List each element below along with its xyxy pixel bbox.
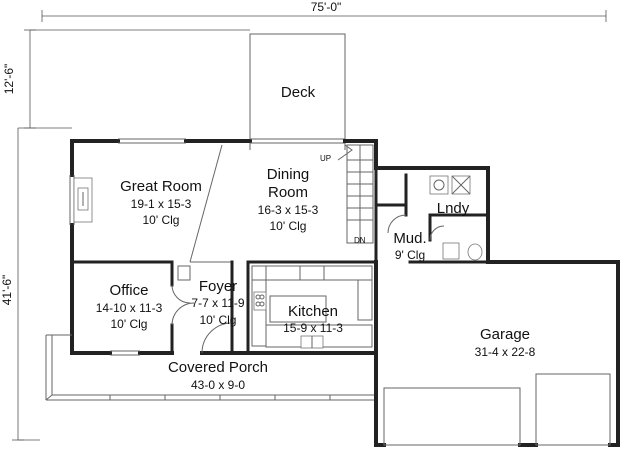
- mud-room-label: Mud.: [393, 230, 426, 247]
- staircase: [337, 144, 374, 244]
- covered-porch-size: 43-0 x 9-0: [191, 378, 245, 392]
- deck-depth-dimension: 12'-6": [2, 64, 16, 95]
- mud-room-fixtures: [387, 214, 483, 261]
- dimension-lines: [12, 10, 607, 441]
- garage-size: 31-4 x 22-8: [475, 345, 536, 359]
- covered-porch-label: Covered Porch: [168, 359, 268, 376]
- dining-room-label-line1: Dining: [267, 166, 310, 183]
- garage-walls: [374, 260, 620, 447]
- deck-label: Deck: [281, 84, 316, 101]
- great-room-label: Great Room: [120, 178, 202, 195]
- foyer-doors: [171, 265, 233, 354]
- foyer-ceiling: 10' Clg: [200, 313, 237, 327]
- great-room-ceiling: 10' Clg: [143, 213, 180, 227]
- overall-depth-dimension: 41'-6": [0, 275, 14, 306]
- fireplace: [73, 177, 93, 223]
- overall-width-dimension: 75'-0": [311, 0, 342, 14]
- stair-up-label: UP: [320, 154, 331, 163]
- kitchen-label: Kitchen: [288, 303, 338, 320]
- laundry-label: Lndy: [437, 200, 470, 217]
- dining-room-label-line2: Room: [268, 184, 308, 201]
- laundry-fixtures: [429, 175, 471, 195]
- mud-room-ceiling: 9' Clg: [395, 248, 425, 262]
- covered-porch: [45, 334, 376, 401]
- interior-walls: [70, 144, 490, 355]
- stair-down-label: DN: [354, 236, 366, 245]
- garage-label: Garage: [480, 326, 530, 343]
- dining-room-ceiling: 10' Clg: [270, 219, 307, 233]
- office-label: Office: [110, 282, 149, 299]
- dining-room-size: 16-3 x 15-3: [258, 203, 319, 217]
- office-ceiling: 10' Clg: [111, 317, 148, 331]
- office-size: 14-10 x 11-3: [96, 301, 163, 315]
- great-room-size: 19-1 x 15-3: [131, 197, 192, 211]
- kitchen-size: 15-9 x 11-3: [283, 321, 343, 335]
- deck-area: [249, 33, 346, 150]
- foyer-label: Foyer: [199, 278, 237, 295]
- foyer-size: 7-7 x 11-9: [191, 296, 244, 310]
- exterior-walls: [69, 138, 490, 356]
- kitchen-fixtures: [251, 265, 373, 349]
